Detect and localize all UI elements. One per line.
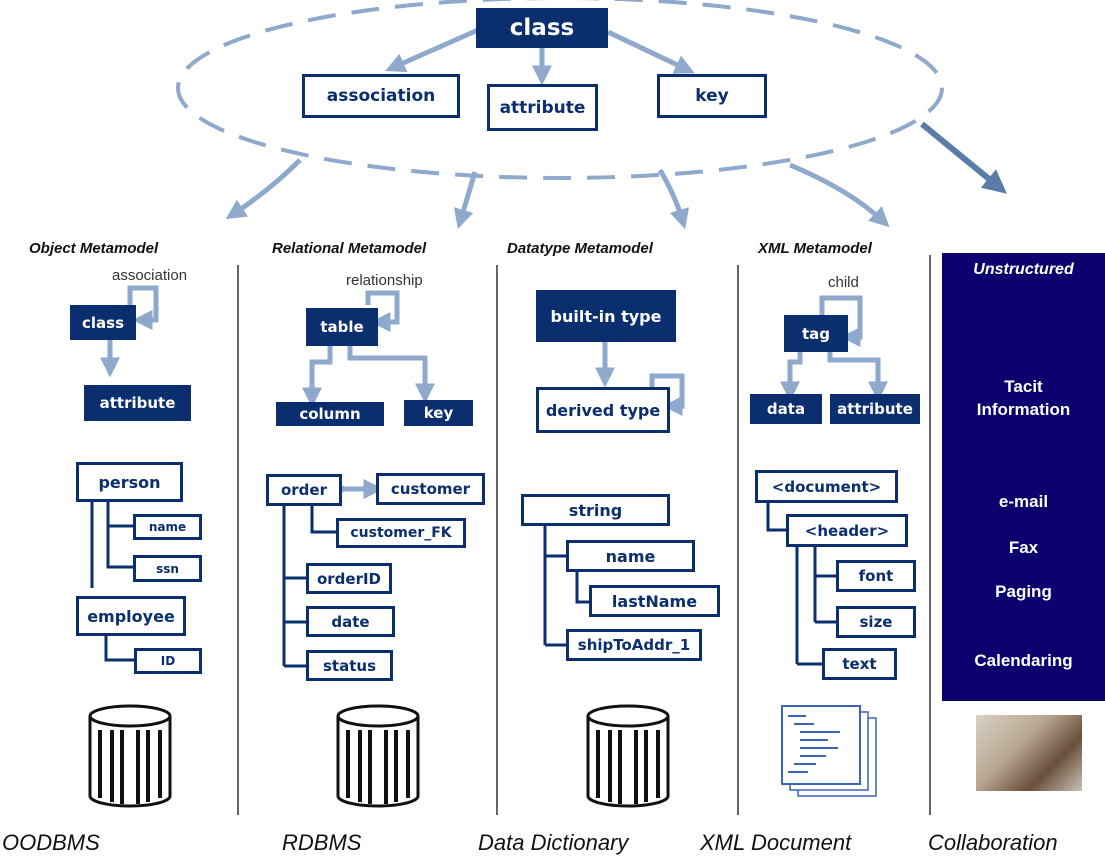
orderid-node: orderID	[306, 563, 392, 594]
tacit-information-label: Tacit Information	[976, 377, 1071, 419]
size-node: size	[836, 606, 916, 638]
unstructured-panel: Unstructured Tacit Information e-mail Fa…	[942, 253, 1105, 701]
collaboration-photo	[976, 715, 1082, 791]
rdbms-label: RDBMS	[282, 830, 362, 855]
shiptoaddr-node: shipToAddr_1	[566, 629, 702, 661]
person-node: person	[76, 462, 183, 502]
paging-label: Paging	[995, 582, 1052, 601]
object-class-node: class	[70, 305, 136, 340]
tag-node: tag	[784, 315, 848, 352]
xml-attribute-node: attribute	[830, 394, 920, 424]
header-node: <header>	[786, 514, 908, 547]
status-node: status	[306, 650, 393, 681]
database-icons	[88, 704, 670, 808]
collaboration-label: Collaboration	[928, 830, 1058, 855]
builtin-type-node: built-in type	[536, 290, 676, 342]
ssn-node: ssn	[133, 555, 202, 582]
child-loop-label: child	[828, 274, 859, 291]
customer-fk-node: customer_FK	[336, 518, 466, 548]
table-node: table	[306, 308, 378, 346]
email-label: e-mail	[998, 492, 1049, 511]
xml-metamodel-title: XML Metamodel	[758, 240, 872, 257]
string-node: string	[521, 494, 670, 526]
order-node: order	[266, 474, 342, 506]
association-loop-label: association	[112, 267, 188, 284]
oodbms-label: OODBMS	[2, 830, 100, 855]
relationship-loop-label: relationship	[346, 272, 423, 289]
datatype-name-node: name	[566, 540, 695, 572]
employee-node: employee	[76, 596, 186, 636]
text-node: text	[822, 648, 897, 680]
document-node: <document>	[755, 470, 898, 503]
font-node: font	[836, 560, 916, 592]
column-node: column	[276, 402, 384, 426]
date-node: date	[306, 606, 395, 637]
xml-document-label: XML Document	[700, 830, 852, 855]
object-attribute-node: attribute	[84, 385, 191, 421]
top-key-node: key	[657, 74, 767, 118]
object-metamodel-title: Object Metamodel	[29, 240, 159, 257]
customer-node: customer	[376, 473, 485, 505]
data-dictionary-label: Data Dictionary	[478, 830, 629, 855]
relational-key-node: key	[404, 400, 473, 426]
unstructured-title: Unstructured	[973, 261, 1074, 278]
calendaring-label: Calendaring	[974, 651, 1073, 670]
top-association-node: association	[302, 74, 460, 118]
lastname-node: lastName	[589, 585, 720, 617]
fax-label: Fax	[1008, 538, 1039, 557]
name-node: name	[133, 514, 202, 540]
xml-data-node: data	[750, 394, 822, 424]
scope-ellipse	[176, 0, 944, 180]
id-node: ID	[134, 648, 202, 674]
top-class-node: class	[476, 8, 608, 48]
datatype-metamodel-title: Datatype Metamodel	[507, 240, 653, 257]
relational-metamodel-title: Relational Metamodel	[272, 240, 427, 257]
top-attribute-node: attribute	[487, 84, 598, 131]
xml-document-icon	[781, 705, 877, 797]
derived-type-node: derived type	[536, 387, 670, 433]
